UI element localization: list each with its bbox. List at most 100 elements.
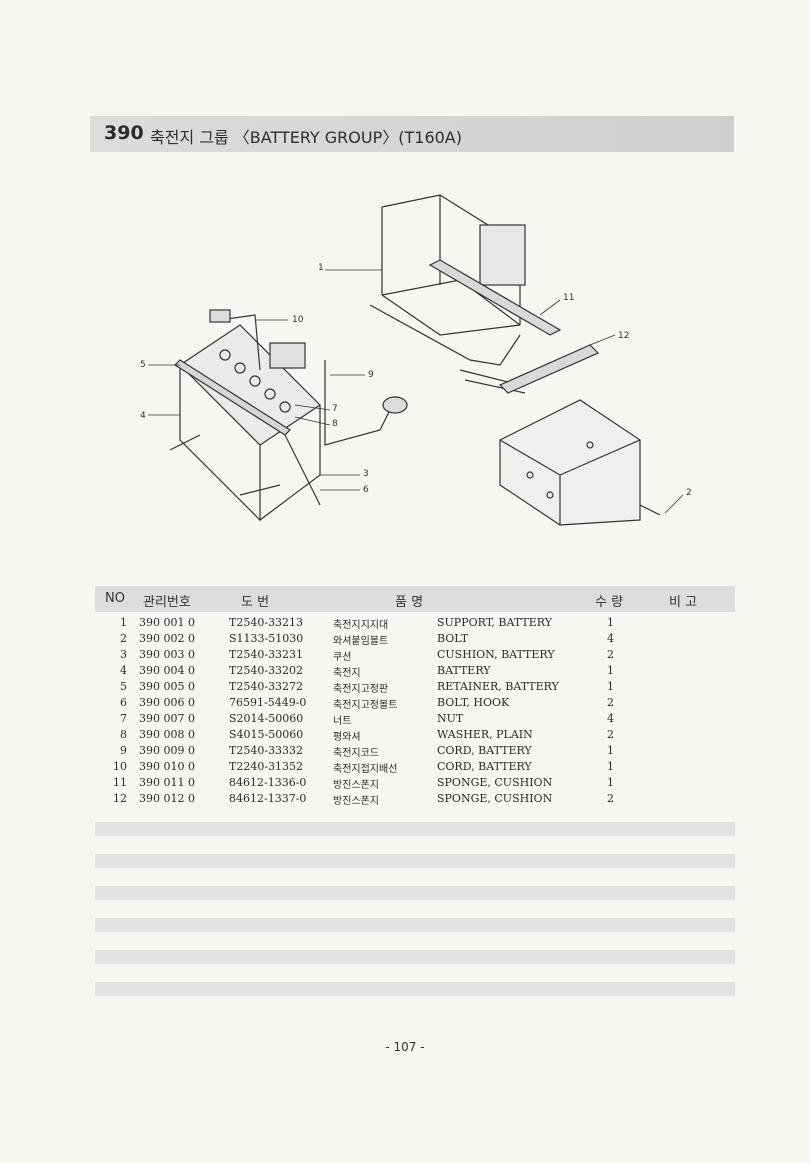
table-row: 10 390 010 0 T2240-31352 축전지접지배선 CORD, BATTE… — [95, 760, 735, 776]
row-part: T2540-33231 — [229, 648, 304, 661]
row-name-en: SUPPORT, BATTERY — [437, 616, 552, 629]
table-blank-stripe — [95, 918, 735, 932]
row-part: 84612-1336-0 — [229, 776, 307, 789]
diagram-drawing — [148, 194, 684, 526]
callout-7: 7 — [332, 404, 338, 414]
row-qty: 2 — [607, 728, 614, 741]
row-no: 9 — [120, 744, 127, 757]
row-name-kr: 와셔붙임볼트 — [333, 636, 389, 647]
sponge-cushions — [428, 259, 600, 394]
row-name-kr: 축전지 — [333, 668, 361, 679]
row-no: 12 — [113, 792, 127, 805]
parts-table-header: NO 관리번호 도 번 품 명 수 량 비 고 — [95, 586, 735, 612]
page-number: - 107 - — [385, 1040, 425, 1054]
row-no: 6 — [120, 696, 127, 709]
row-name-kr: 축전지고정판 — [333, 684, 389, 695]
row-name-en: BOLT — [437, 632, 469, 645]
row-name-en: CORD, BATTERY — [437, 744, 532, 757]
row-qty: 2 — [607, 648, 614, 661]
header-qty: 수 량 — [595, 595, 624, 610]
row-part: T2540-33202 — [229, 664, 304, 677]
callout-2: 2 — [686, 488, 692, 498]
section-title-bar: 390 축전지 그룹 〈BATTERY GROUP〉(T160A) — [90, 116, 734, 152]
row-code: 390 005 0 — [139, 680, 195, 693]
row-code: 390 006 0 — [139, 696, 195, 709]
leader-lines — [148, 269, 684, 514]
table-blank-stripe — [95, 982, 735, 996]
callout-5: 5 — [140, 360, 146, 370]
callout-3: 3 — [363, 469, 369, 479]
table-blank-stripe — [95, 886, 735, 900]
row-qty: 1 — [607, 776, 614, 789]
row-name-kr: 방진스폰지 — [333, 780, 379, 791]
header-no: NO — [105, 591, 125, 606]
row-code: 390 012 0 — [139, 792, 195, 805]
row-name-kr: 쿠션 — [333, 652, 352, 663]
row-qty: 2 — [607, 696, 614, 709]
row-code: 390 010 0 — [139, 760, 195, 773]
row-qty: 2 — [607, 792, 614, 805]
row-name-en: RETAINER, BATTERY — [437, 680, 559, 693]
table-blank-stripe — [95, 950, 735, 964]
row-no: 3 — [120, 648, 127, 661]
row-part: T2540-33332 — [229, 744, 304, 757]
row-qty: 4 — [607, 712, 614, 725]
row-name-en: WASHER, PLAIN — [437, 728, 533, 741]
section-title: 축전지 그룹 〈BATTERY GROUP〉(T160A) — [150, 128, 462, 147]
callout-4: 4 — [140, 411, 146, 421]
row-name-kr: 축전지지지대 — [333, 620, 389, 631]
row-code: 390 004 0 — [139, 664, 195, 677]
row-name-kr: 평와셔 — [333, 732, 361, 743]
row-name-kr: 축전지코드 — [333, 748, 379, 759]
header-remarks: 비 고 — [669, 595, 698, 610]
header-drawing-no: 도 번 — [241, 595, 270, 610]
row-name-kr: 축전지접지배선 — [333, 764, 398, 775]
battery-support-frame — [369, 194, 526, 394]
row-part: S4015-50060 — [229, 728, 304, 741]
row-part: T2540-33213 — [229, 616, 304, 629]
row-no: 5 — [120, 680, 127, 693]
row-no: 10 — [113, 760, 127, 773]
row-name-kr: 너트 — [333, 716, 352, 727]
row-qty: 1 — [607, 664, 614, 677]
row-name-en: SPONGE, CUSHION — [437, 792, 553, 805]
row-name-en: CUSHION, BATTERY — [437, 648, 555, 661]
row-qty: 1 — [607, 680, 614, 693]
row-part: 76591-5449-0 — [229, 696, 307, 709]
row-no: 1 — [120, 616, 127, 629]
callout-1: 1 — [318, 263, 324, 273]
row-part: S2014-50060 — [229, 712, 304, 725]
row-name-en: NUT — [437, 712, 464, 725]
battery-cords — [209, 309, 408, 446]
section-number: 390 — [104, 122, 144, 144]
row-qty: 1 — [607, 760, 614, 773]
callout-6: 6 — [363, 485, 369, 495]
row-no: 11 — [113, 776, 127, 789]
row-code: 390 008 0 — [139, 728, 195, 741]
row-no: 2 — [120, 632, 127, 645]
callout-12: 12 — [618, 331, 630, 341]
row-part: T2240-31352 — [229, 760, 304, 773]
row-qty: 1 — [607, 616, 614, 629]
row-name-en: CORD, BATTERY — [437, 760, 532, 773]
row-no: 7 — [120, 712, 127, 725]
row-part: S1133-51030 — [229, 632, 304, 645]
row-part: 84612-1337-0 — [229, 792, 307, 805]
header-control-no: 관리번호 — [143, 595, 191, 610]
row-qty: 1 — [607, 744, 614, 757]
hook-bolt — [284, 434, 321, 506]
battery — [169, 324, 321, 522]
row-code: 390 011 0 — [139, 776, 195, 789]
exploded-parts-diagram: 1 2 3 4 5 6 7 8 9 10 11 12 — [120, 185, 720, 545]
table-blank-stripe — [95, 822, 735, 836]
callout-8: 8 — [332, 419, 338, 429]
table-blank-stripe — [95, 854, 735, 868]
row-code: 390 007 0 — [139, 712, 195, 725]
